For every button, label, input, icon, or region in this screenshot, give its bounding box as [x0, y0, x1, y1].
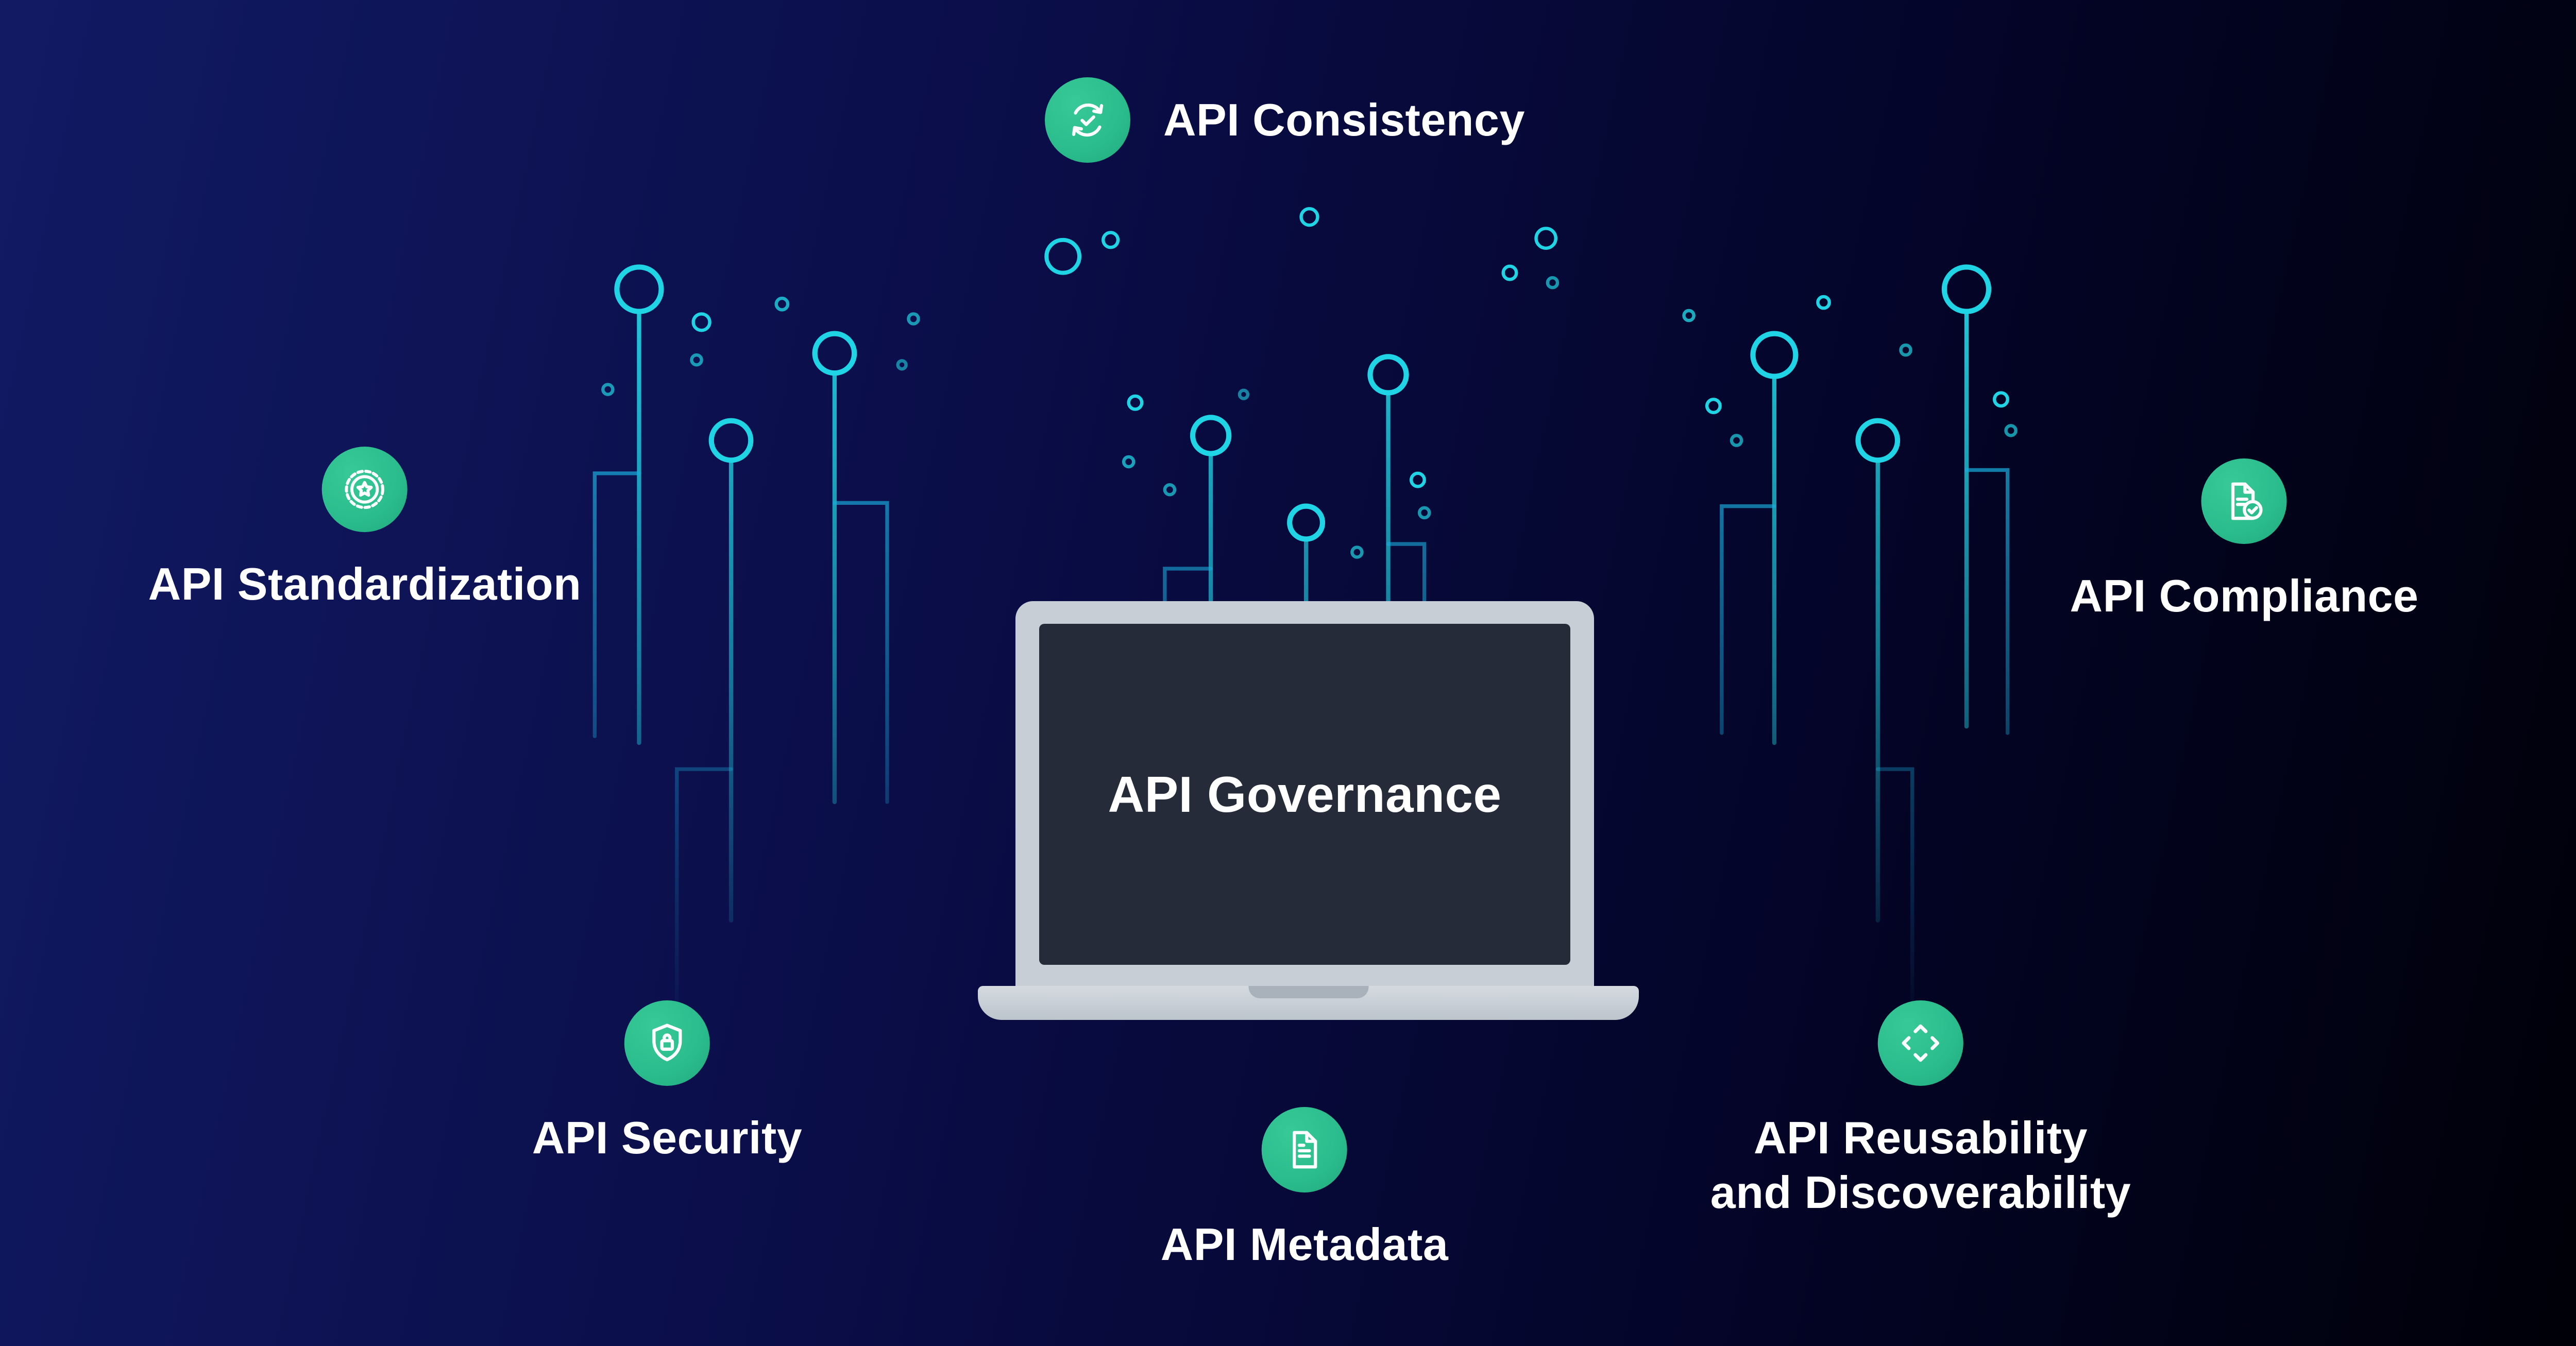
feature-security: API Security — [532, 1000, 802, 1165]
reusability-label: API Reusability and Discoverability — [1710, 1111, 2131, 1219]
reusability-label-line2: and Discoverability — [1710, 1166, 2131, 1218]
consistency-label: API Consistency — [1163, 94, 1525, 146]
feature-consistency: API Consistency — [1045, 77, 1525, 163]
security-label: API Security — [532, 1112, 803, 1163]
expand-arrows-icon — [1902, 1024, 1940, 1062]
feature-compliance: API Compliance — [2070, 458, 2419, 623]
feature-metadata: API Metadata — [1161, 1107, 1449, 1272]
reusability-label-line1: API Reusability — [1753, 1112, 2088, 1163]
laptop: API Governance — [978, 601, 1639, 1020]
laptop-screen: API Governance — [1015, 601, 1594, 987]
security-badge — [624, 1000, 710, 1086]
laptop-notch — [1248, 986, 1368, 998]
screen-title: API Governance — [1108, 765, 1502, 823]
feature-standardization: API Standardization — [148, 447, 582, 611]
sync-check-icon — [1072, 103, 1104, 137]
document-check-icon — [2231, 482, 2263, 520]
metadata-label: API Metadata — [1160, 1219, 1449, 1270]
compliance-badge — [2201, 458, 2287, 544]
standardization-badge — [322, 447, 408, 532]
consistency-badge — [1045, 77, 1130, 163]
laptop-base — [978, 986, 1639, 1020]
compliance-label: API Compliance — [2070, 570, 2419, 621]
laptop-display: API Governance — [1039, 624, 1570, 965]
shield-lock-icon — [652, 1024, 682, 1062]
reusability-badge — [1877, 1000, 1963, 1086]
document-icon — [1293, 1131, 1317, 1169]
feature-reusability: API Reusability and Discoverability — [1710, 1000, 2131, 1219]
standardization-label: API Standardization — [148, 558, 582, 609]
badge-star-icon — [345, 469, 385, 509]
metadata-badge — [1261, 1107, 1347, 1192]
